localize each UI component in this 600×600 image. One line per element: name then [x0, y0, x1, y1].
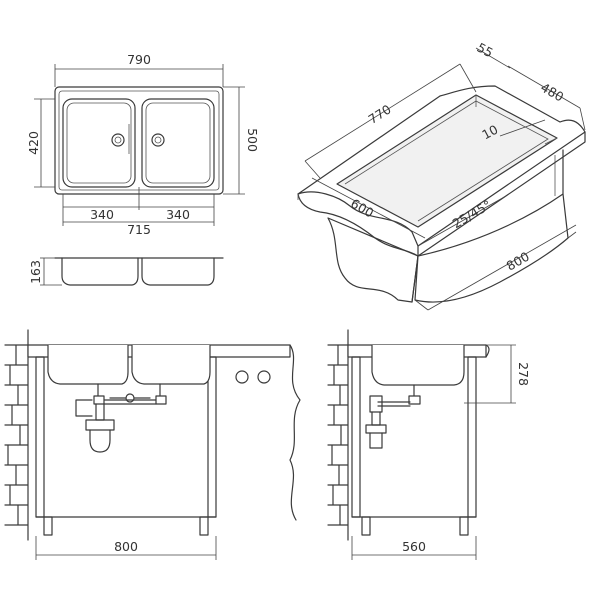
side-trap-head	[369, 395, 383, 413]
side-leg-right	[459, 516, 469, 536]
front-cabinet-left-side	[35, 356, 45, 518]
side-cabinet-front	[467, 356, 477, 518]
dim-800-ext-right	[567, 231, 577, 239]
front-wavy-edge	[289, 344, 301, 521]
dim-25-45-line	[417, 195, 507, 247]
front-trap-bend	[89, 429, 111, 453]
side-drain	[408, 384, 421, 405]
top-view: 790 420 500 340 340 715	[26, 52, 260, 237]
front-overflow	[125, 393, 135, 403]
side-section-view: 278 560	[327, 329, 531, 560]
dim-340-right-label: 340	[166, 207, 190, 222]
dim-770-ext-right	[459, 63, 477, 93]
dim-790-label: 790	[127, 52, 151, 67]
right-drain-core	[154, 136, 162, 144]
dim-600-line	[311, 177, 426, 239]
dim-55-label: 55	[475, 40, 496, 61]
side-countertop-nose	[485, 344, 490, 358]
dim-278-label: 278	[516, 362, 531, 386]
iso-cabinet-left	[327, 217, 419, 303]
front-wall-bricks	[4, 329, 29, 541]
dim-715-label: 715	[127, 222, 151, 237]
side-trap-nut	[365, 424, 387, 434]
right-bowl-inner	[145, 102, 211, 184]
side-trap-outlet	[369, 432, 383, 449]
dim-420-label: 420	[26, 131, 41, 155]
iso-countertop-front-edge	[297, 193, 419, 257]
isometric-view: 770 55 480 10 600 25/45° 800	[297, 40, 586, 311]
front-right-bowl	[131, 345, 211, 385]
left-bowl-inner	[66, 102, 132, 184]
side-leg-left	[361, 516, 371, 536]
socket-left	[235, 370, 249, 384]
dim-10-line	[499, 119, 546, 137]
side-drain-arm	[377, 401, 411, 407]
side-cabinet-back	[351, 356, 361, 518]
front-section-view: 800	[4, 329, 301, 560]
dim-163-label: 163	[28, 260, 43, 284]
side-trap-pipe	[371, 411, 381, 426]
iso-cutout-depth	[475, 95, 558, 145]
dim-10-label: 10	[479, 122, 500, 143]
dim-800-iso-line	[427, 224, 577, 311]
right-drain	[151, 133, 165, 147]
front-drain-connector	[103, 399, 157, 405]
dim-770-label: 770	[366, 101, 394, 126]
side-wall-bricks	[327, 329, 349, 541]
side-bowl	[371, 345, 465, 386]
left-drain	[111, 133, 125, 147]
iso-cabinet-front	[414, 193, 569, 303]
dim-480-label: 480	[538, 80, 566, 105]
front-drain-left	[93, 383, 105, 405]
dim-800-ext-left	[414, 299, 429, 311]
front-leg-left	[43, 516, 53, 536]
dim-340-left-label: 340	[90, 207, 114, 222]
front-trap-arm	[75, 399, 93, 417]
iso-cutout-inner	[344, 100, 549, 222]
dim-560-label: 560	[402, 539, 426, 554]
socket-right	[257, 370, 271, 384]
front-left-bowl	[47, 345, 129, 385]
left-bowl	[62, 98, 136, 188]
dim-770-ext-left	[304, 160, 321, 179]
dim-800-front-label: 800	[114, 539, 138, 554]
bowl-profile-view: 163	[28, 257, 224, 286]
profile-left-bowl	[61, 257, 139, 286]
front-drain-right	[155, 383, 167, 405]
dim-480-line	[507, 65, 581, 109]
dim-770-line	[304, 63, 461, 162]
right-bowl	[141, 98, 215, 188]
profile-right-bowl	[141, 257, 215, 286]
dim-500-label: 500	[245, 128, 260, 152]
dim-55-line	[475, 47, 511, 69]
front-trap-nut	[85, 419, 115, 431]
dim-480-ext	[579, 107, 586, 131]
front-cabinet-right-side	[207, 356, 217, 518]
front-trap-upper	[95, 403, 105, 421]
left-drain-core	[114, 136, 122, 144]
front-leg-right	[199, 516, 209, 536]
top-view-rim	[58, 90, 220, 191]
